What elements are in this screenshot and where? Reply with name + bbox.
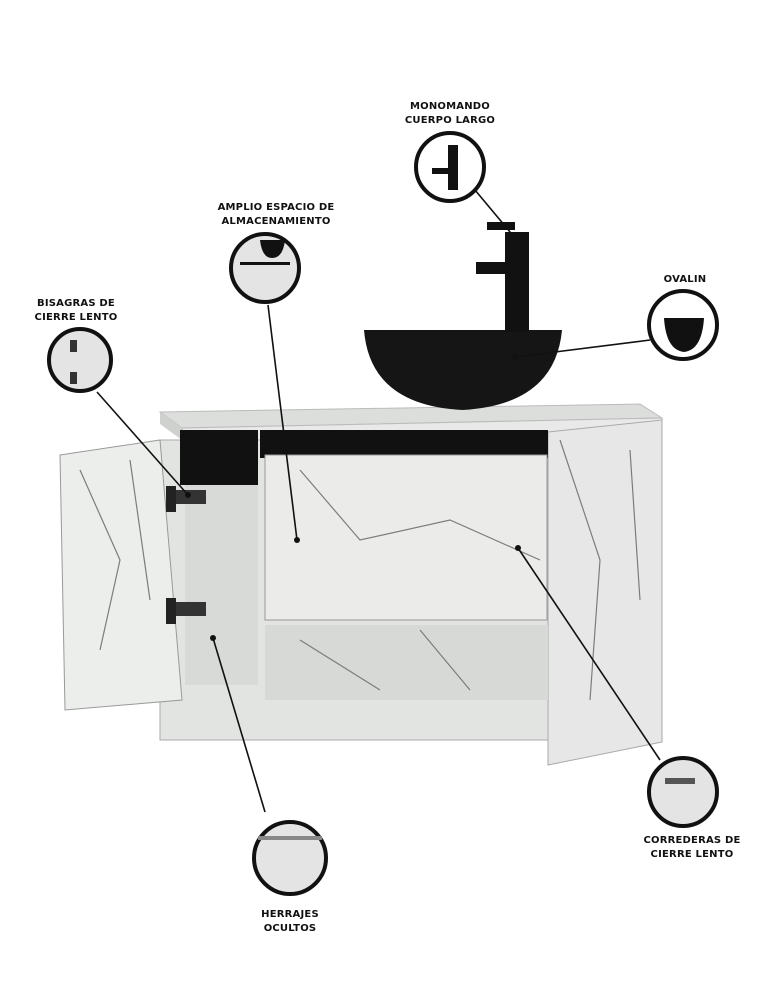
leader-lines [96, 189, 661, 813]
hinge-bottom [166, 598, 176, 624]
label-herrajes: HERRAJES OCULTOS [261, 908, 319, 936]
bowl-icon [647, 289, 719, 361]
label-ovalin: OVALIN [664, 273, 707, 287]
vessel-sink [364, 330, 562, 410]
label-line: CUERPO LARGO [404, 115, 496, 126]
label-almacenamiento: AMPLIO ESPACIO DE ALMACENAMIENTO [218, 201, 335, 229]
storage-icon [229, 232, 301, 304]
label-line: HERRAJES [261, 909, 319, 920]
hinge-top [166, 486, 176, 512]
label-line: OVALIN [663, 274, 707, 285]
label-line: CORREDERAS DE [643, 835, 741, 846]
label-line: ALMACENAMIENTO [221, 216, 331, 227]
open-cubby [180, 430, 258, 485]
open-door[interactable] [59, 439, 183, 711]
label-line: CIERRE LENTO [650, 849, 734, 860]
drawer-front[interactable] [264, 454, 548, 621]
label-line: CIERRE LENTO [34, 312, 118, 323]
label-correderas: CORREDERAS DE CIERRE LENTO [643, 834, 740, 862]
label-line: OCULTOS [263, 923, 317, 934]
faucet-icon [414, 131, 486, 203]
faucet [476, 222, 529, 332]
label-line: MONOMANDO [410, 101, 490, 112]
hidden-hardware-icon [252, 820, 328, 896]
drawer-slide-icon [647, 756, 719, 828]
label-monomando: MONOMANDO CUERPO LARGO [405, 100, 495, 128]
label-bisagras: BISAGRAS DE CIERRE LENTO [35, 297, 118, 325]
label-line: BISAGRAS DE [37, 298, 115, 309]
hinge-icon [47, 327, 113, 393]
label-line: AMPLIO ESPACIO DE [217, 202, 335, 213]
vanity-cabinet [59, 403, 664, 766]
